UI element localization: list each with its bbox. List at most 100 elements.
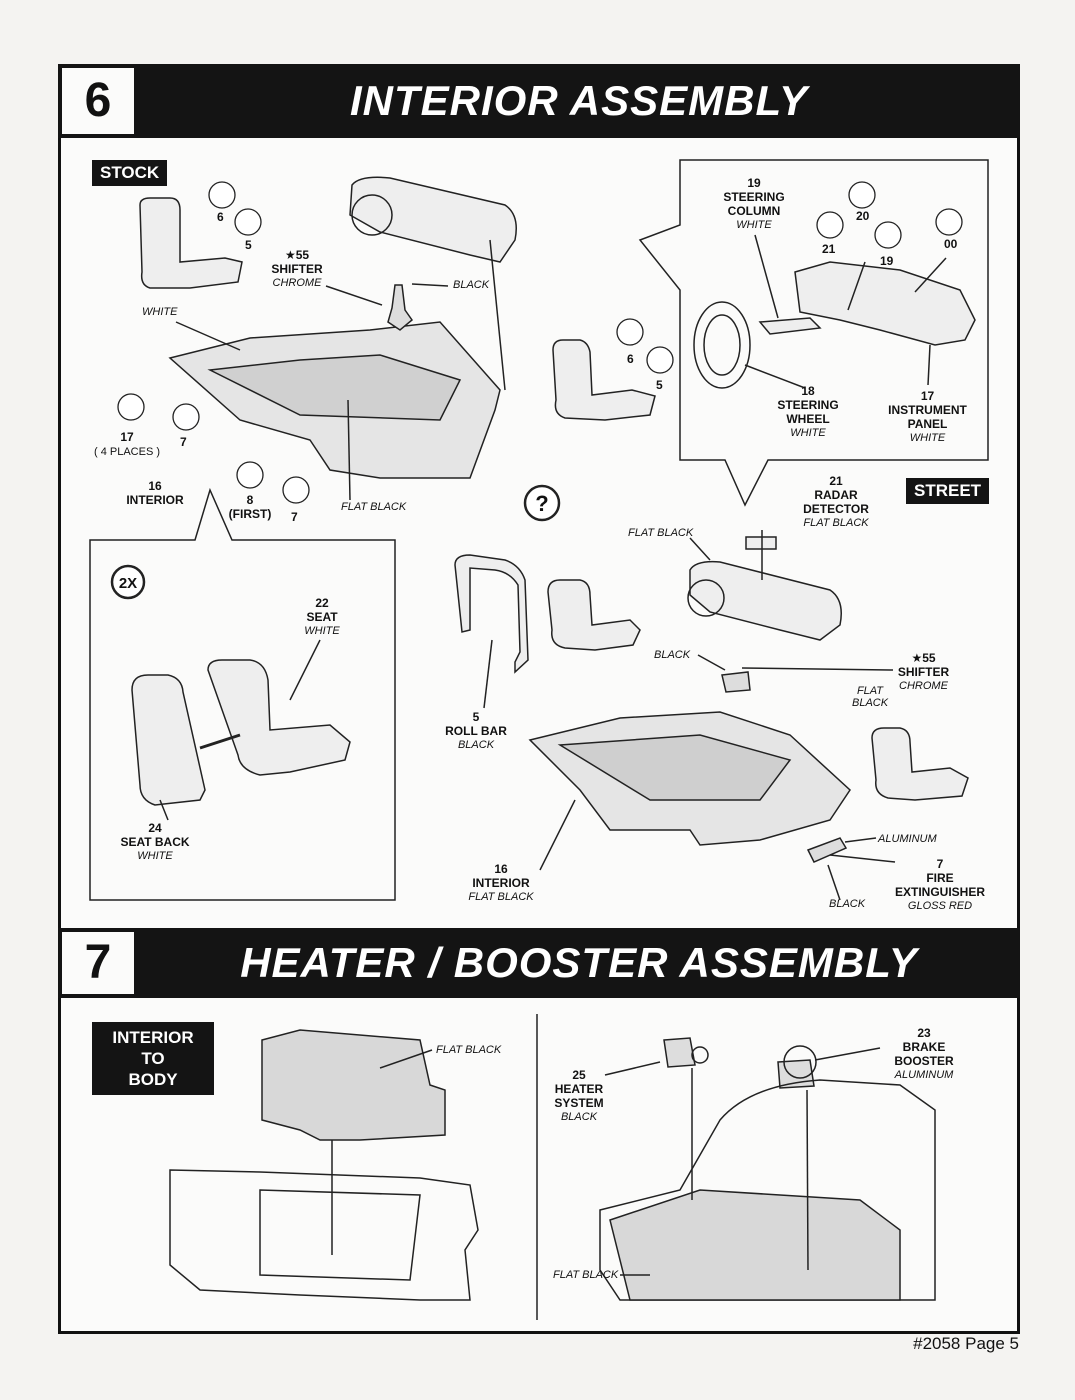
steering-wheel-label: 18 STEERING WHEEL WHITE xyxy=(768,384,848,440)
street-interior-label: 16 INTERIOR FLAT BLACK xyxy=(464,862,538,904)
extinguisher-black: BLACK xyxy=(829,898,866,910)
instrument-panel-name2: PANEL xyxy=(907,417,948,431)
stock-flat-black: FLAT BLACK xyxy=(341,501,407,513)
radar-name1: RADAR xyxy=(814,488,858,502)
seat-label: 22 SEAT WHITE xyxy=(287,596,357,638)
steering-wheel-num: 18 xyxy=(801,384,815,398)
shifter-color: CHROME xyxy=(272,277,322,289)
interior-to-body-tag: INTERIOR TO BODY xyxy=(92,1022,214,1095)
tag-line-2: BODY xyxy=(128,1070,178,1089)
twox-icon: 2X xyxy=(119,575,137,592)
booster-label: 23 BRAKE BOOSTER ALUMINUM xyxy=(884,1026,964,1082)
heater-color: BLACK xyxy=(560,1111,598,1123)
step-6-title: INTERIOR ASSEMBLY xyxy=(349,77,809,124)
street-shifter-num: ★55 xyxy=(911,651,936,665)
step-7-number: 7 xyxy=(62,932,134,994)
paint-6: 6 xyxy=(217,210,224,224)
street-shifter-color: CHROME xyxy=(899,680,948,692)
street-right-seat-color: FLAT BLACK xyxy=(852,685,888,709)
seat-back-name: SEAT BACK xyxy=(120,835,190,849)
part-8-note: (FIRST) xyxy=(228,507,272,521)
part-8-label: 8 (FIRST) xyxy=(225,493,275,521)
steering-column-color: WHITE xyxy=(736,219,772,231)
paint-7-a: 7 xyxy=(180,435,187,449)
paint-19: 19 xyxy=(880,254,894,268)
seat-color: WHITE xyxy=(304,625,340,637)
stock-interior-num: 16 xyxy=(148,479,162,493)
paint-20: 20 xyxy=(856,209,870,223)
heater-num: 25 xyxy=(572,1068,586,1082)
steering-wheel-color: WHITE xyxy=(790,427,826,439)
roll-bar-num: 5 xyxy=(472,710,480,724)
roll-bar-label: 5 ROLL BAR BLACK xyxy=(440,710,512,752)
part-17-note: ( 4 PLACES ) xyxy=(93,446,161,458)
stock-interior-name: INTERIOR xyxy=(126,493,184,507)
tub-flat-black: FLAT BLACK xyxy=(436,1044,502,1056)
steering-wheel-name2: WHEEL xyxy=(786,412,830,426)
booster-name1: BRAKE xyxy=(902,1040,946,1054)
firewall-flat-black: FLAT BLACK xyxy=(553,1269,619,1281)
tag-line-1: INTERIOR TO xyxy=(112,1028,194,1068)
booster-name2: BOOSTER xyxy=(894,1054,954,1068)
part-8-num: 8 xyxy=(246,493,254,507)
steering-column-num: 19 xyxy=(747,176,761,190)
shifter-knob-color: BLACK xyxy=(453,279,490,291)
fire-ext-name1: FIRE xyxy=(926,871,954,885)
booster-color: ALUMINUM xyxy=(894,1069,954,1081)
step-6-number: 6 xyxy=(62,68,134,134)
part-17-label: 17 ( 4 PLACES ) xyxy=(92,430,162,459)
stock-tag: STOCK xyxy=(92,160,168,186)
shifter-name: SHIFTER xyxy=(271,262,323,276)
radar-num: 21 xyxy=(829,474,843,488)
street-seat-color: FLAT BLACK xyxy=(628,527,694,539)
street-shifter-label: ★55 SHIFTER CHROME xyxy=(886,651,961,693)
seat-back-label: 24 SEAT BACK WHITE xyxy=(110,821,200,863)
help-icon: ? xyxy=(535,491,548,516)
steering-column-label: 19 STEERING COLUMN WHITE xyxy=(714,176,794,232)
instrument-panel-name1: INSTRUMENT xyxy=(888,403,967,417)
fire-ext-color: GLOSS RED xyxy=(907,900,973,912)
paint-6-right: 6 xyxy=(627,352,634,366)
extinguisher-aluminum: ALUMINUM xyxy=(878,833,937,845)
flat-line-1: FLAT xyxy=(856,685,884,697)
fire-ext-name2: EXTINGUISHER xyxy=(894,885,985,899)
roll-bar-color: BLACK xyxy=(457,739,495,751)
stock-interior-label: 16 INTERIOR xyxy=(120,479,190,507)
step-6-header: 6 INTERIOR ASSEMBLY xyxy=(58,64,1020,138)
fire-ext-num: 7 xyxy=(936,857,944,871)
page-footer: #2058 Page 5 xyxy=(913,1334,1019,1353)
heater-label: 25 HEATER SYSTEM BLACK xyxy=(548,1068,610,1124)
radar-color: FLAT BLACK xyxy=(803,517,869,529)
heater-name1: HEATER xyxy=(554,1082,604,1096)
paint-21: 21 xyxy=(822,242,836,256)
paint-7-b: 7 xyxy=(291,510,298,524)
heater-name2: SYSTEM xyxy=(554,1096,604,1110)
steering-column-name1: STEERING xyxy=(723,190,785,204)
street-interior-num: 16 xyxy=(494,862,508,876)
steering-wheel-name1: STEERING xyxy=(777,398,839,412)
seat-name: SEAT xyxy=(306,610,338,624)
street-tag: STREET xyxy=(906,478,990,504)
step-7-header: 7 HEATER / BOOSTER ASSEMBLY xyxy=(58,928,1020,998)
paint-5: 5 xyxy=(245,238,252,252)
street-shifter-name: SHIFTER xyxy=(897,665,950,679)
flat-line-2: BLACK xyxy=(852,697,889,709)
fire-extinguisher-label: 7 FIRE EXTINGUISHER GLOSS RED xyxy=(888,857,992,913)
street-interior-color: FLAT BLACK xyxy=(468,891,534,903)
booster-num: 23 xyxy=(917,1026,931,1040)
seat-num: 22 xyxy=(315,596,329,610)
steering-column-name2: COLUMN xyxy=(727,204,781,218)
roll-bar-name: ROLL BAR xyxy=(445,724,507,738)
instrument-panel-num: 17 xyxy=(920,389,935,403)
paint-00: 00 xyxy=(944,237,958,251)
stock-shifter-label: ★55 SHIFTER CHROME xyxy=(262,248,332,290)
street-shifter-knob-color: BLACK xyxy=(654,649,691,661)
seat-back-color: WHITE xyxy=(137,850,173,862)
street-interior-name: INTERIOR xyxy=(472,876,530,890)
step-7-title: HEATER / BOOSTER ASSEMBLY xyxy=(240,939,918,986)
interior-color-white: WHITE xyxy=(142,306,178,318)
shifter-num: ★55 xyxy=(284,248,310,262)
radar-label: 21 RADAR DETECTOR FLAT BLACK xyxy=(796,474,876,530)
instrument-panel-color: WHITE xyxy=(909,432,946,444)
